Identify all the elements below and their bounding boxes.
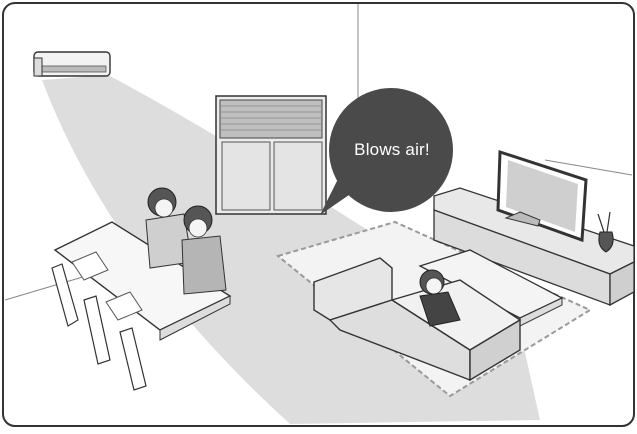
- window: [216, 96, 326, 214]
- air-conditioner: [34, 52, 110, 76]
